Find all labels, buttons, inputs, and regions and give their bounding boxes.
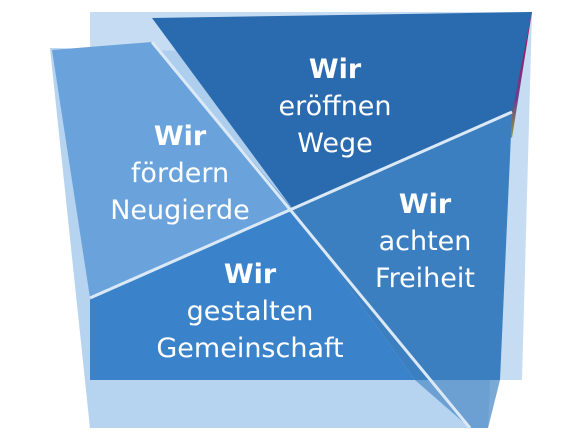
panel-bottom xyxy=(90,208,415,380)
panel-right xyxy=(292,112,512,380)
segment-top-line-2: Wege xyxy=(297,128,373,159)
segment-label-bottom: Wir gestalten Gemeinschaft xyxy=(150,256,350,367)
segment-right-line-1: achten xyxy=(378,226,472,257)
divider-diagonal-2 xyxy=(89,110,513,300)
segment-label-right: Wir achten Freiheit xyxy=(355,186,495,297)
segment-label-top: Wir eröffnen Wege xyxy=(260,51,410,162)
segment-right-head: Wir xyxy=(398,189,452,220)
segment-left-head: Wir xyxy=(153,121,207,152)
segment-bottom-head: Wir xyxy=(223,259,277,290)
segment-top-line-1: eröffnen xyxy=(278,91,392,122)
segment-left-line-2: Neugierde xyxy=(110,195,250,226)
panel-top xyxy=(152,12,532,208)
segment-bottom-line-2: Gemeinschaft xyxy=(156,333,344,364)
segment-label-left: Wir fördern Neugierde xyxy=(95,118,265,229)
divider-diagonal-1 xyxy=(150,41,472,429)
segment-bottom-line-1: gestalten xyxy=(186,296,314,327)
segment-right-line-2: Freiheit xyxy=(375,263,475,294)
lower-strip xyxy=(415,380,500,428)
segment-left-line-1: fördern xyxy=(130,158,230,189)
segment-top-head: Wir xyxy=(308,54,362,85)
